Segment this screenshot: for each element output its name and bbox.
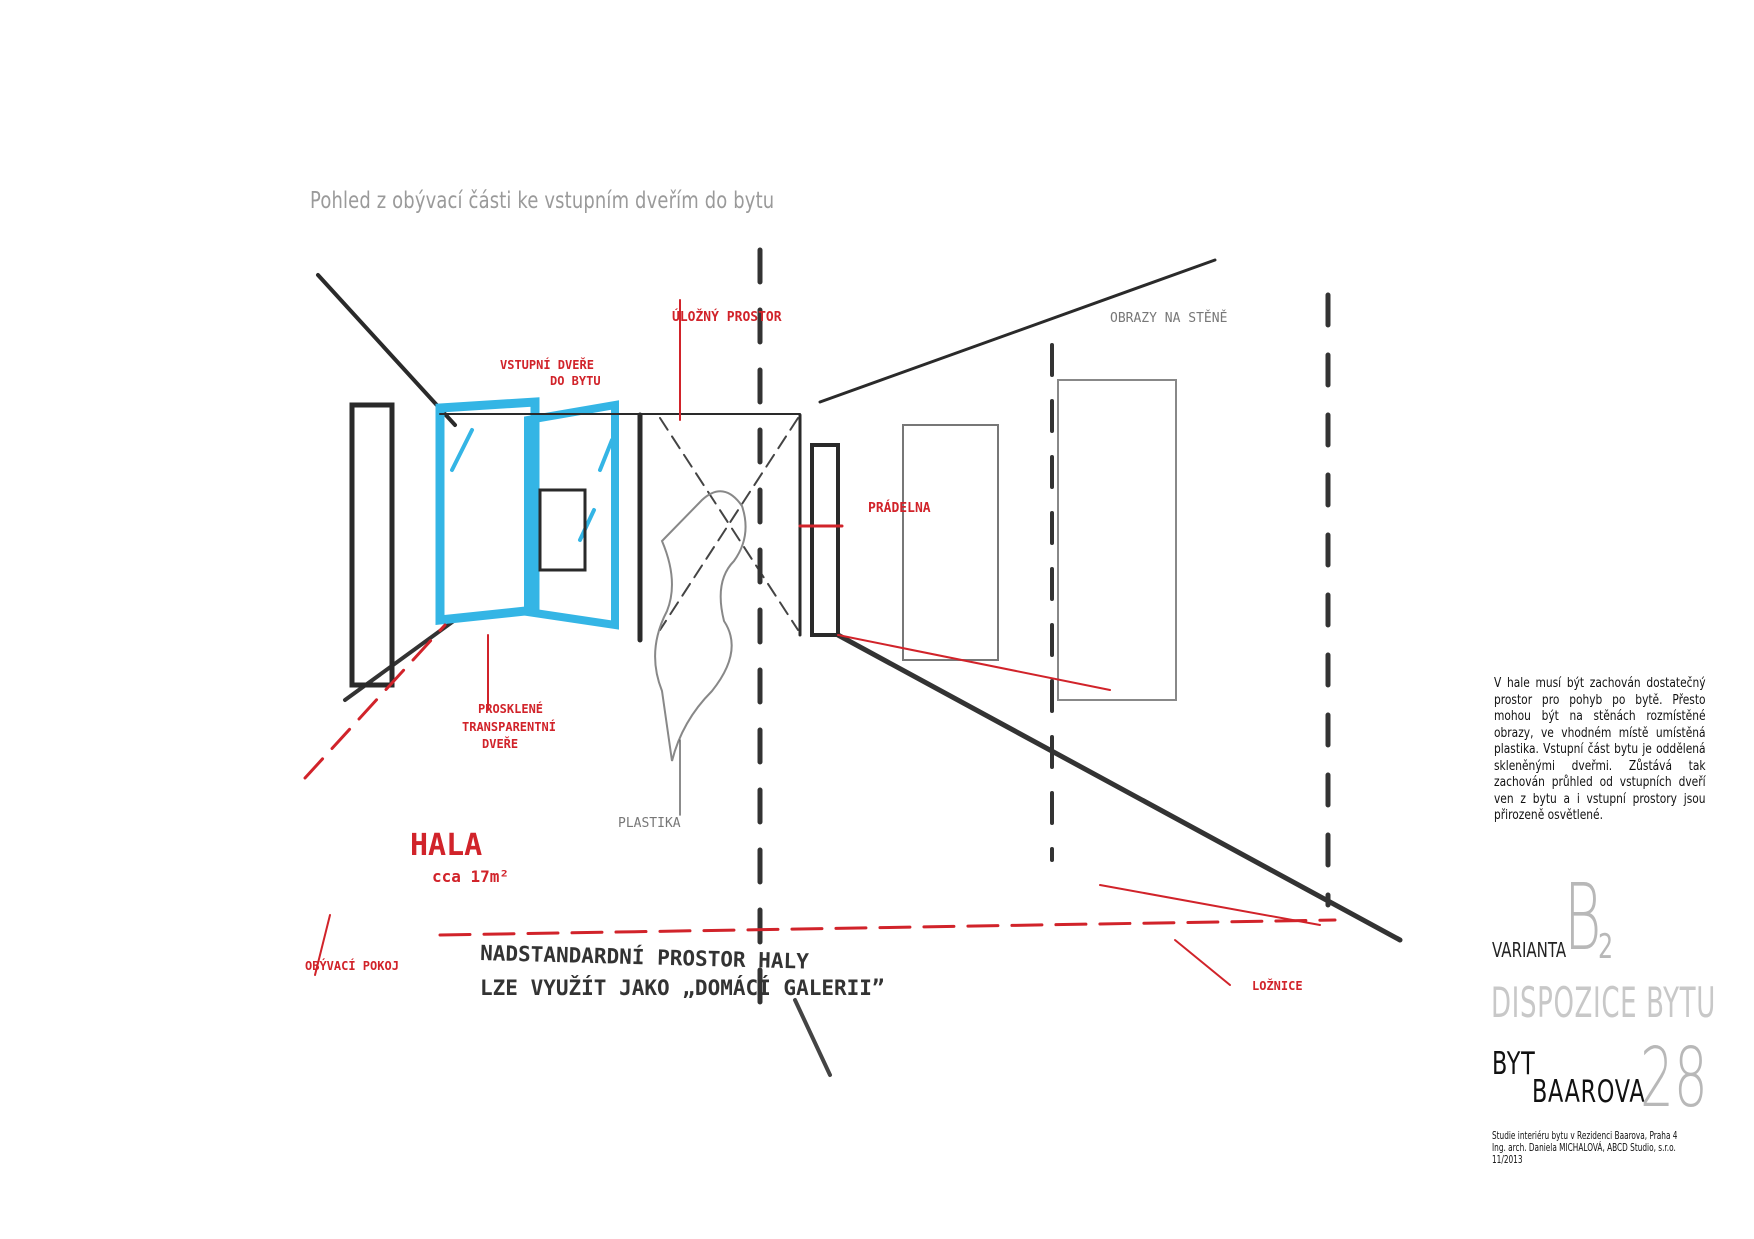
label-living-room: OBÝVACÍ POKOJ xyxy=(305,958,399,973)
logo-number: 28 xyxy=(1640,1031,1708,1126)
label-glazed-3: DVEŘE xyxy=(482,736,518,751)
label-entrance-doors-1: VSTUPNÍ DVEŘE xyxy=(500,357,594,372)
label-sculpture: PLASTIKA xyxy=(618,816,681,831)
label-pictures-on-wall: OBRAZY NA STĚNĚ xyxy=(1110,310,1227,326)
label-storage: ÚLOŽNÝ PROSTOR xyxy=(672,309,782,325)
page-title: Pohled z obývací části ke vstupním dveří… xyxy=(310,188,775,214)
variant-index: 2 xyxy=(1598,927,1614,967)
logo: BYT BAAROVA 28 xyxy=(1492,1031,1722,1126)
label-glazed-1: PROSKLENÉ xyxy=(478,701,543,716)
label-bedroom: LOŽNICE xyxy=(1252,978,1303,993)
credits-line-2: Ing. arch. Daniela MICHALOVÁ, ABCD Studi… xyxy=(1492,1142,1676,1154)
layout-heading: DISPOZICE BYTU xyxy=(1491,978,1716,1027)
label-hall-area: cca 17m² xyxy=(432,867,509,886)
variant-block: VARIANTA B 2 xyxy=(1492,870,1722,980)
variant-label: VARIANTA xyxy=(1492,938,1567,962)
credits-line-3: 11/2013 xyxy=(1492,1154,1523,1166)
description-text: V hale musí být zachován dostatečný pros… xyxy=(1494,676,1706,823)
variant-letter: B xyxy=(1564,864,1602,971)
credits-line-1: Studie interiéru bytu v Rezidenci Baarov… xyxy=(1492,1130,1678,1142)
label-hall: HALA xyxy=(410,828,482,863)
note-line-2: LZE VYUŽÍT JAKO „DOMÁCÍ GALERII” xyxy=(480,975,885,1000)
logo-line-1: BYT xyxy=(1492,1046,1536,1082)
label-glazed-2: TRANSPARENTNÍ xyxy=(462,719,556,734)
note-line-1: NADSTANDARDNÍ PROSTOR HALY xyxy=(480,940,810,974)
label-entrance-doors-2: DO BYTU xyxy=(550,374,601,388)
logo-line-2: BAAROVA xyxy=(1532,1074,1646,1110)
label-laundry: PRÁDELNA xyxy=(868,500,931,516)
credits: Studie interiéru bytu v Rezidenci Baarov… xyxy=(1492,1130,1716,1166)
